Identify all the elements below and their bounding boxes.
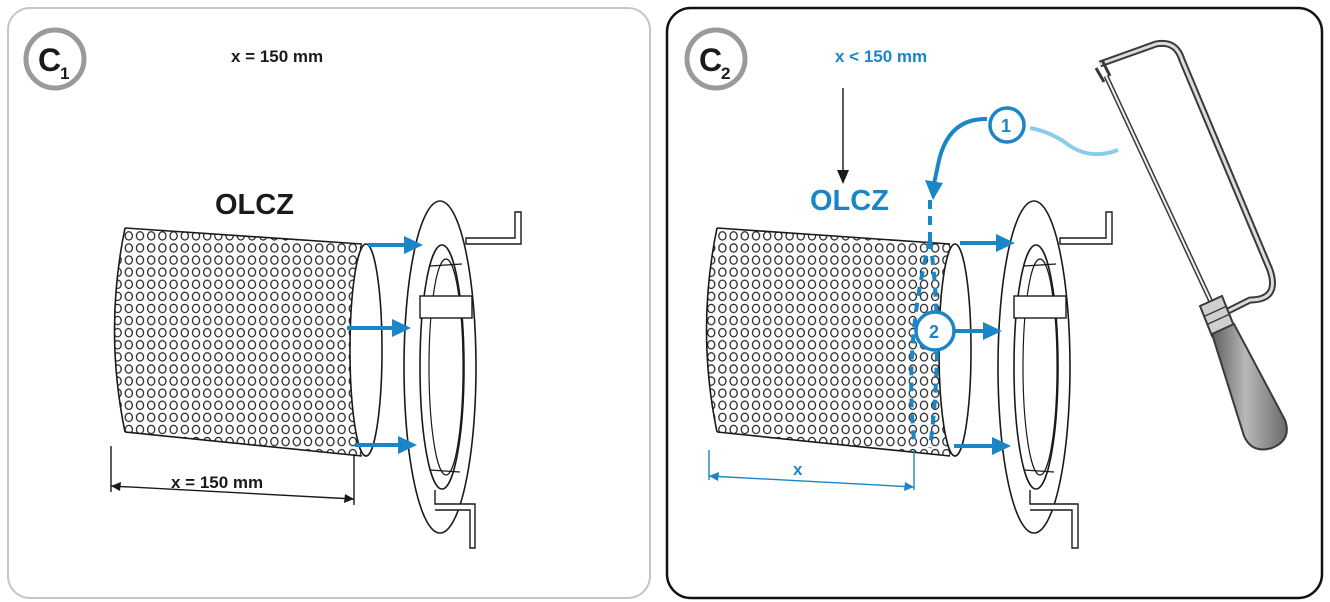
callout-1-leader	[1029, 126, 1119, 157]
c2-product-label: OLCZ	[810, 185, 889, 217]
hacksaw-icon	[1094, 39, 1288, 451]
perforated-basket-icon	[113, 227, 383, 457]
callout-2: 2	[914, 310, 956, 352]
c1-dimension-label: x = 150 mm	[171, 473, 263, 492]
c2-dimension-line	[708, 450, 915, 491]
step-badge-c1-letter: C	[38, 42, 61, 78]
panel-c2: C 2 x < 150 mm OLCZ	[665, 6, 1324, 600]
step-badge-c2-letter: C	[699, 42, 722, 78]
flange-ring-icon	[403, 200, 522, 549]
c2-top-label: x < 150 mm	[835, 47, 927, 66]
curved-arrow-icon	[925, 116, 988, 200]
c1-dimension-line	[110, 446, 355, 505]
step-badge-c1: C 1	[23, 27, 87, 91]
step-badge-c2-sub: 2	[721, 64, 730, 83]
step-badge-c1-sub: 1	[60, 64, 69, 83]
panel-c2-frame	[665, 6, 1324, 600]
c2-dimension-label: x	[793, 460, 803, 479]
callout-1: 1	[988, 106, 1026, 144]
insert-arrows	[347, 236, 423, 454]
c1-top-label: x = 150 mm	[231, 47, 323, 66]
c1-product-label: OLCZ	[215, 189, 294, 221]
arrow-down-icon	[837, 88, 849, 184]
panel-c1: C 1 x = 150 mm OLCZ	[7, 7, 651, 599]
callout-2-number: 2	[929, 322, 939, 342]
flange-ring-icon	[997, 200, 1113, 549]
step-badge-c2: C 2	[684, 27, 748, 91]
callout-1-number: 1	[1001, 116, 1011, 136]
